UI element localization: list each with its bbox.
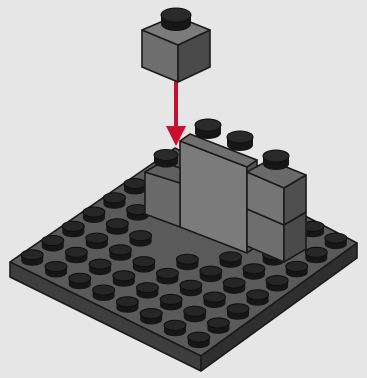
- stud: [42, 236, 64, 252]
- stud: [227, 304, 249, 320]
- stud: [176, 254, 198, 270]
- stud: [263, 150, 289, 170]
- stud: [164, 320, 186, 336]
- stud: [109, 245, 131, 261]
- stud: [243, 264, 265, 280]
- stud: [93, 285, 115, 301]
- stud: [83, 207, 105, 223]
- stud: [305, 247, 327, 263]
- stud: [136, 283, 158, 299]
- stud: [188, 332, 210, 348]
- stud: [130, 231, 152, 247]
- stud: [86, 233, 108, 249]
- stud: [106, 219, 128, 235]
- stud: [195, 119, 221, 139]
- stud: [140, 309, 162, 325]
- stud: [154, 150, 178, 168]
- stud: [133, 257, 155, 273]
- stud: [266, 276, 288, 292]
- stud: [325, 233, 347, 249]
- stud: [184, 306, 206, 322]
- stud: [207, 318, 229, 334]
- stud: [200, 266, 222, 282]
- stud: [180, 280, 202, 296]
- stud: [103, 193, 125, 209]
- stud: [45, 262, 67, 278]
- stud: [160, 294, 182, 310]
- stud: [227, 131, 253, 151]
- stud: [247, 290, 269, 306]
- stud: [116, 297, 138, 313]
- stud: [69, 273, 91, 289]
- stud: [156, 268, 178, 284]
- stud: [89, 259, 111, 275]
- stud: [124, 179, 146, 195]
- stud: [113, 271, 135, 287]
- stud: [204, 292, 226, 308]
- stud: [21, 250, 43, 266]
- stud: [286, 261, 308, 277]
- stud: [220, 252, 242, 268]
- stud: [223, 278, 245, 294]
- stud: [62, 221, 84, 237]
- stud: [161, 8, 191, 31]
- stud: [65, 247, 87, 263]
